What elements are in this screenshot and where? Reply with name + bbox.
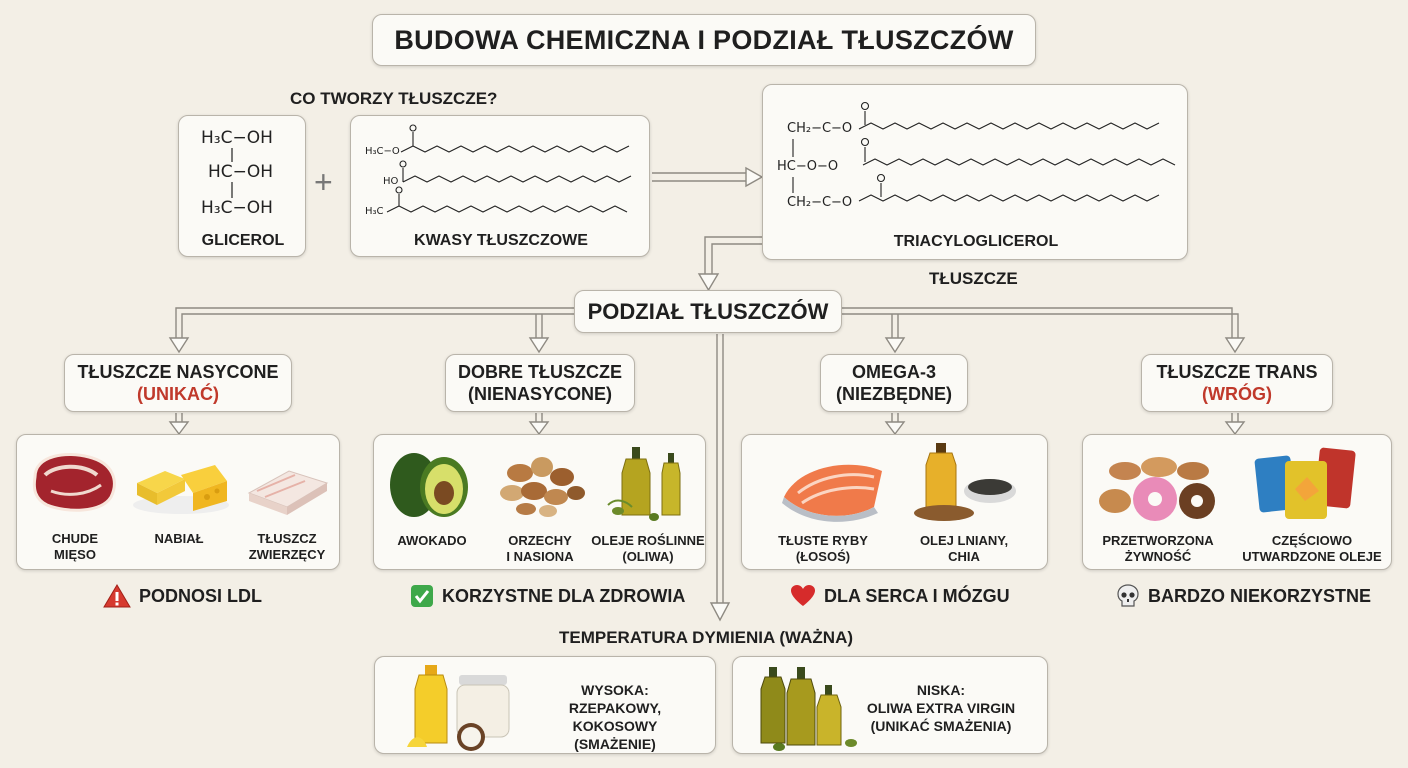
glycerol-label: GLICEROL [201, 232, 285, 249]
note-good-fats-text: KORZYSTNE DLA ZDROWIA [442, 585, 686, 606]
nuts-image [500, 457, 585, 517]
category-good-fats-title: DOBRE TŁUSZCZE [458, 362, 622, 382]
note-omega3: DLA SERCA I MÓZGU [790, 584, 1010, 608]
note-trans: BARDZO NIEKORZYSTNE [1116, 584, 1371, 608]
warning-icon [103, 584, 131, 608]
food-caption-animal-fat: TŁUSZCZ ZWIERZĘCY [248, 531, 326, 562]
avocado-image [390, 453, 468, 517]
food-panel-omega3: TŁUSTE RYBY (ŁOSOŚ) OLEJ LNIANY, CHIA [741, 434, 1048, 570]
glycerol-formula-line1: H₃C−OH [201, 128, 273, 148]
food-caption-dairy: NABIAŁ [154, 531, 204, 546]
fatty-acid-chains [386, 124, 632, 213]
plus-sign: + [314, 164, 333, 200]
food-caption-avocado: AWOKADO [397, 533, 467, 548]
cheese-butter-image [133, 465, 229, 514]
note-saturated: PODNOSI LDL [103, 584, 262, 608]
division-box: PODZIAŁ TŁUSZCZÓW [574, 290, 842, 333]
category-saturated-title: TŁUSZCZE NASYCONE [77, 362, 279, 382]
note-saturated-text: PODNOSI LDL [139, 585, 263, 606]
tg-row3: CH₂−C−O [787, 195, 853, 210]
tg-row1: CH₂−C−O [787, 121, 853, 136]
category-omega3-title: OMEGA-3 [851, 362, 936, 382]
division-label: PODZIAŁ TŁUSZCZÓW [587, 298, 829, 324]
food-caption-flax-chia: OLEJ LNIANY, CHIA [919, 533, 1009, 564]
fatty-acid-2-head: HO [383, 176, 399, 187]
chips-snacks-image [1254, 447, 1356, 519]
tg-chains [792, 101, 1176, 202]
category-trans: TŁUSZCZE TRANS (WRÓG) [1141, 354, 1333, 412]
checkmark-icon [411, 585, 433, 607]
category-omega3-subtitle: (NIEZBĘDNE) [836, 384, 952, 404]
question-label: CO TWORZY TŁUSZCZE? [290, 89, 498, 108]
main-title: BUDOWA CHEMICZNA I PODZIAŁ TŁUSZCZÓW [372, 14, 1036, 66]
triacylglycerol-label: TRIACYLOGLICEROL [893, 233, 1059, 250]
smoke-point-high-box: WYSOKA: RZEPAKOWY, KOKOSOWY (SMAŻENIE) [374, 656, 716, 754]
food-panel-saturated: CHUDE MIĘSO NABIAŁ TŁUSZCZ ZWIERZĘCY [16, 434, 340, 570]
food-panel-good-fats: AWOKADO ORZECHY I NASIONA OLEJE ROŚLINNE… [373, 434, 706, 570]
glycerol-formula-line3: H₃C−OH [201, 198, 273, 218]
fats-label: TŁUSZCZE [929, 269, 1018, 288]
glycerol-formula-line2: HC−OH [208, 162, 274, 182]
category-saturated-subtitle: (UNIKAĆ) [137, 384, 219, 404]
fatty-acids-box: H₃C−O HO H₃C KWASY TŁUSZCZOWE [350, 115, 650, 257]
steak-image [32, 453, 116, 512]
food-caption-processed-food: PRZETWORZONA ŻYWNOŚĆ [1102, 533, 1214, 564]
fatty-acids-label: KWASY TŁUSZCZOWE [414, 232, 588, 249]
fatty-acid-1-head: H₃C−O [365, 146, 400, 157]
glycerol-box: H₃C−OH HC−OH H₃C−OH GLICEROL [178, 115, 306, 257]
category-trans-subtitle: (WRÓG) [1202, 384, 1272, 404]
flax-chia-image [914, 443, 1016, 521]
heart-icon [791, 585, 815, 606]
extra-virgin-olive-oil-image [760, 667, 857, 751]
note-good-fats: KORZYSTNE DLA ZDROWIA [410, 584, 685, 608]
skull-icon [1117, 584, 1139, 607]
food-caption-vegetable-oils: OLEJE ROŚLINNE (OLIWA) [591, 533, 705, 564]
category-good-fats-subtitle: (NIENASYCONE) [467, 384, 612, 404]
fatty-acid-3-head: H₃C [365, 206, 384, 217]
tg-row2: HC−O−O [777, 159, 839, 174]
category-omega3: OMEGA-3 (NIEZBĘDNE) [820, 354, 968, 412]
olive-oil-image [607, 447, 681, 521]
food-caption-fatty-fish: TŁUSTE RYBY (ŁOSOŚ) [778, 533, 868, 564]
rapeseed-coconut-image [407, 665, 510, 751]
smoke-point-high-text: WYSOKA: RZEPAKOWY, KOKOSOWY (SMAŻENIE) [568, 682, 662, 752]
note-trans-text: BARDZO NIEKORZYSTNE [1148, 585, 1372, 606]
smoke-point-low-box: NISKA: OLIWA EXTRA VIRGIN (UNIKAĆ SMAŻEN… [732, 656, 1048, 754]
food-caption-nuts: ORZECHY I NASIONA [506, 533, 574, 564]
category-trans-title: TŁUSZCZE TRANS [1156, 362, 1318, 382]
note-omega3-text: DLA SERCA I MÓZGU [824, 585, 1010, 606]
donuts-pastries-image [1099, 457, 1215, 521]
category-saturated: TŁUSZCZE NASYCONE (UNIKAĆ) [64, 354, 292, 412]
glycerol-bonds [231, 148, 233, 198]
food-caption-hydrogenated-oils: CZĘŚCIOWO UTWARDZONE OLEJE [1242, 533, 1382, 564]
lard-image [247, 470, 329, 515]
category-good-fats: DOBRE TŁUSZCZE (NIENASYCONE) [445, 354, 635, 412]
food-caption-lean-meat: CHUDE MIĘSO [51, 531, 99, 562]
smoke-point-label: TEMPERATURA DYMIENIA (WAŻNA) [559, 628, 854, 647]
salmon-image [782, 464, 882, 522]
smoke-point-low-text: NISKA: OLIWA EXTRA VIRGIN (UNIKAĆ SMAŻEN… [866, 682, 1016, 734]
food-panel-trans: PRZETWORZONA ŻYWNOŚĆ CZĘŚCIOWO UTWARDZON… [1082, 434, 1392, 570]
triacylglycerol-box: CH₂−C−O HC−O−O CH₂−C−O TRIACYLOGLICEROL [762, 84, 1188, 260]
